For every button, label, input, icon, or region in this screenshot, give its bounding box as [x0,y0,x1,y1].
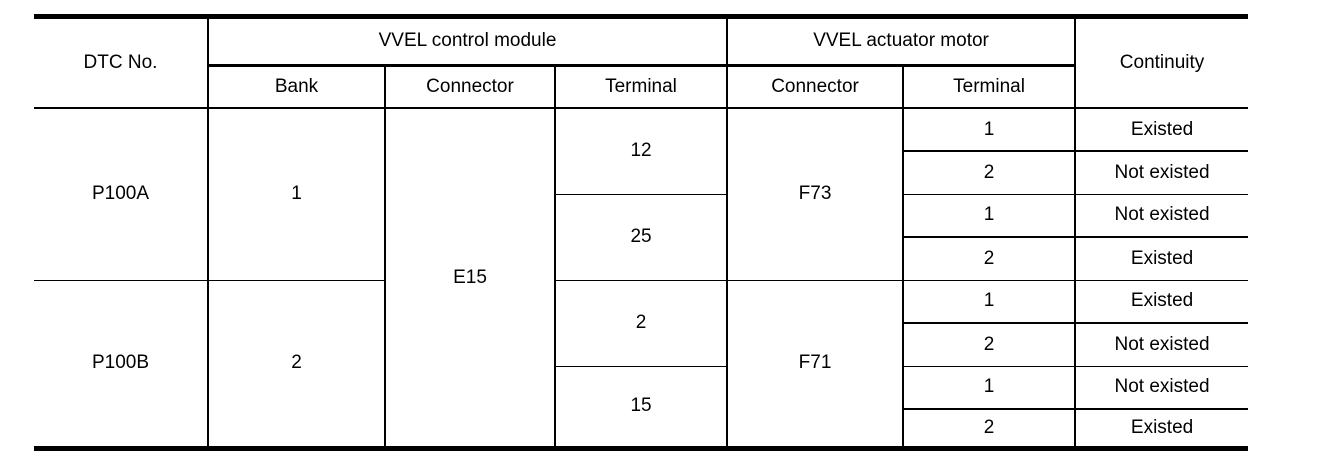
dtc-cell-p100a: P100A [34,108,209,281]
am-terminal-cell: 2 [903,237,1077,281]
am-terminal-cell: 2 [903,151,1077,195]
header-continuity: Continuity [1075,19,1249,109]
am-terminal-cell: 1 [903,194,1077,238]
cm-terminal-cell-15: 15 [555,366,729,446]
table-row: 2 Not existed [34,323,1249,367]
continuity-cell: Existed [1075,409,1249,446]
cm-terminal-cell-25: 25 [555,194,729,281]
table-row: 15 1 Not existed [34,366,1249,446]
table-row: 2 Existed [34,409,1249,446]
table-row: 25 1 Not existed [34,194,1249,281]
continuity-cell: Not existed [1075,323,1249,367]
am-terminal-cell: 1 [903,366,1077,410]
am-terminal-cell: 2 [903,409,1077,446]
header-dtc-no: DTC No. [34,19,209,109]
header-cm-terminal: Terminal [555,65,729,109]
continuity-cell: Existed [1075,108,1249,152]
table-row: 2 Not existed [34,151,1249,195]
header-row-sub: Bank Connector Terminal Connector Termin… [34,65,1248,109]
header-cm-connector: Connector [385,65,556,109]
table-row: P100B 2 2 F71 1 Existed [34,280,1249,446]
continuity-cell: Existed [1075,237,1249,281]
header-group-vvel-actuator-motor: VVEL actuator motor [727,19,1077,67]
table-row: 2 Existed [34,237,1249,281]
dtc-continuity-table: DTC No. VVEL control module VVEL actuato… [34,19,1249,446]
cm-terminal-cell-2: 2 [555,280,729,367]
continuity-cell: Not existed [1075,366,1249,410]
continuity-cell: Not existed [1075,194,1249,238]
dtc-cell-p100b: P100B [34,280,209,446]
continuity-cell: Existed [1075,280,1249,324]
cm-terminal-cell-12: 12 [555,108,729,195]
am-terminal-cell: 2 [903,323,1077,367]
bank-cell-2: 2 [208,280,386,446]
header-am-terminal: Terminal [903,65,1077,109]
continuity-cell: Not existed [1075,151,1249,195]
am-connector-cell-f73: F73 [727,108,905,281]
header-bank: Bank [208,65,386,109]
am-terminal-cell: 1 [903,108,1077,152]
header-row-groups: DTC No. VVEL control module VVEL actuato… [34,19,1249,109]
cm-connector-cell-e15: E15 [385,108,556,446]
am-connector-cell-f71: F71 [727,280,905,446]
continuity-table: DTC No. VVEL control module VVEL actuato… [34,14,1249,451]
bank-cell-1: 1 [208,108,386,281]
table-row: P100A 1 E15 12 F73 1 Existed [34,108,1249,446]
header-am-connector: Connector [727,65,905,109]
header-group-vvel-control-module: VVEL control module [208,19,729,67]
am-terminal-cell: 1 [903,280,1077,324]
